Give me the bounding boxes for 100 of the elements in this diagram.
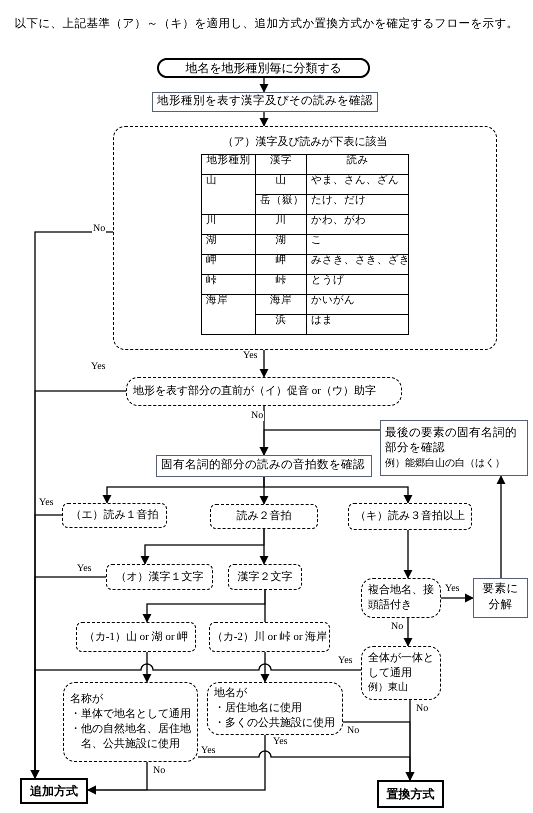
node-text: 地形種別を表す漢字及びその読みを確認 [157,94,373,110]
arrow [441,593,474,603]
edge-label: No [390,622,404,632]
arrow [259,529,269,565]
condition-box [207,682,343,735]
process-box [380,420,528,476]
node-text: 漢字２文字 [238,570,292,584]
edge-label: Yes [38,498,55,508]
table-cell: はま [306,314,408,334]
table-cell: 読み [306,154,408,174]
table-cell: 川 [202,214,256,234]
node-text: 読み２音拍 [236,509,292,524]
result-box [377,780,444,808]
table-cell: 地形種別 [202,154,256,174]
node-text: （オ）漢字１文字 [116,570,204,584]
node-text: 地名を地形種別毎に分類する [186,60,342,76]
node-text: ・他の自然地名、居住地名、公共施設に使用 [70,722,191,752]
table-cell: 峠 [256,274,306,294]
node-text: 最後の要素の固有名詞的部分を確認 [385,426,518,456]
condition-box [361,646,441,700]
process-box [152,92,378,112]
table-cell: こ [306,234,408,254]
arrow [260,652,270,683]
condition-box [210,504,318,529]
arrow [198,750,415,781]
node-text: 追加方式 [30,782,78,800]
node-text: 全体が一体として通用 [368,651,434,682]
edge-label: Yes [444,584,461,594]
arrow [142,652,152,683]
condition-box [113,126,497,350]
condition-box [106,564,213,590]
edge-label: No [346,726,360,736]
table-cell: 湖 [256,234,306,254]
result-box [20,778,88,804]
node-text: ・居住地名に使用 [214,701,303,716]
node-text: ・単体で地名として通用 [70,707,191,722]
table-cell: 岳（嶽） [256,194,306,214]
table-cell: 海岸 [256,294,306,314]
table-cell: 湖 [202,234,256,254]
process-box [473,578,528,618]
edge-label: Yes [337,656,354,666]
node-text: （ア）漢字及び読みが下表に該当 [222,135,388,150]
table-cell: 海岸 [202,294,256,334]
node-text: 例）東山 [368,681,409,695]
condition-box [76,622,196,652]
condition-box [62,503,167,528]
arrow [259,112,269,127]
node-text: 例）能郷白山の白（はく） [385,456,506,470]
condition-box [361,578,441,618]
edge-label: No [250,411,264,421]
table-cell: みさき、さき、ざき [306,254,408,274]
heading: 以下に、上記基準（ア）～（キ）を適用し、追加方式か置換方式かを確定するフローを示す。 [14,16,520,32]
table-cell: たけ、だけ [306,194,408,214]
node-text: 要素に分解 [482,582,520,613]
node-text: 置換方式 [386,786,434,802]
table-cell: 峠 [202,274,256,294]
arrow [403,530,413,579]
arrow [87,735,266,795]
table-cell: 山 [256,174,306,194]
edge-label: No [152,766,166,776]
table-cell: 漢字 [256,154,306,174]
condition-box [228,564,302,590]
edge-label: Yes [90,362,107,372]
arrow [403,618,413,647]
table-cell: 岬 [256,254,306,274]
table-cell: やま、さん、ざん [306,174,408,194]
edge-label: Yes [76,564,93,574]
edge-label: No [415,704,430,714]
table-cell: 浜 [256,314,306,334]
arrow [259,78,269,93]
condition-box [126,377,402,406]
process-box [156,455,372,477]
table-cell: かわ、がわ [306,214,408,234]
arrow [259,429,380,456]
edge-label: Yes [200,746,217,756]
node-text: （エ）読み１音拍 [70,508,158,523]
node-text: 地名が [214,686,248,702]
table-cell: 岬 [202,254,256,274]
condition-box [63,682,198,762]
arrow [259,350,269,378]
node-text: 複合地名、接頭語付き [368,583,434,613]
node-text: 名称が [70,692,104,708]
node-text: （キ）読み３音拍以上 [355,509,465,524]
node-text: 地形を表す部分の直前が（イ）促音 or（ウ）助字 [133,384,377,399]
table-cell: とうげ [306,274,408,294]
node-text: （カ-1）山 or 湖 or 岬 [84,630,188,644]
edge-label: No [92,224,106,234]
table-cell: かいがん [306,294,408,314]
arrow [496,475,506,578]
arrow [30,663,361,779]
edge-label: Yes [242,351,259,361]
condition-box [348,503,472,530]
node-text: （カ-2）川 or 峠 or 海岸 [212,630,328,644]
table-cell: 川 [256,214,306,234]
node-text: ・多くの公共施設に使用 [214,716,336,731]
condition-box [209,622,330,652]
table-cell: 山 [202,174,256,214]
arrow [263,477,413,504]
node-text: 固有名詞的部分の読みの音拍数を確認 [161,458,366,474]
edge-label: Yes [272,737,289,747]
